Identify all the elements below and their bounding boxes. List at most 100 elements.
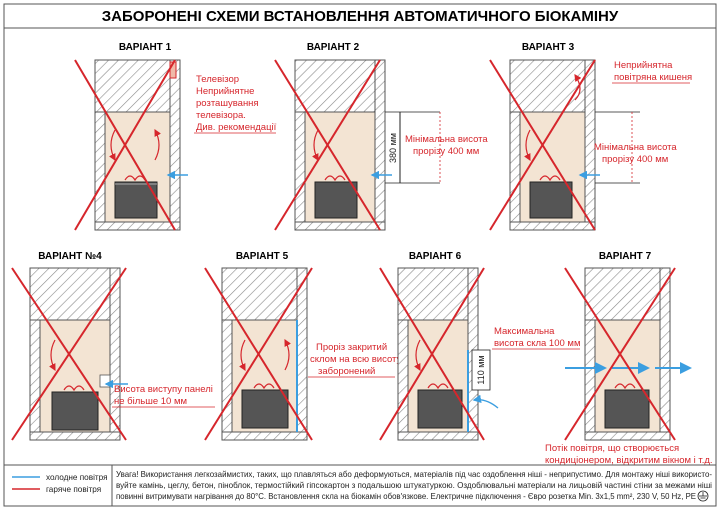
variant-4-label: ВАРІАНТ №4 [38, 251, 102, 262]
variant-3-wall-bottom [509, 221, 596, 231]
variant-1-note-4: телевізора. [196, 110, 246, 121]
variant-2-wall-right [374, 59, 386, 226]
variant-4-panel-ledge [99, 374, 111, 388]
variant-6-note-2: висота скла 100 мм [494, 338, 580, 349]
variant-3-wall-top [509, 59, 586, 113]
footer-line-1: Увага! Використання легкозаймистих, таки… [116, 470, 712, 479]
variant-1-note-3: розташування [196, 98, 259, 109]
footer-line-3: повинні витримувати нагрівання до 80°С. … [116, 492, 697, 501]
variant-5-label: ВАРІАНТ 5 [236, 251, 289, 262]
variant-5-wall-bottom [221, 431, 308, 441]
variant-5: ВАРІАНТ 5 Проріз закритий склом на всю в… [204, 251, 401, 441]
variant-3-note-3: Мінімальна висота [594, 142, 677, 153]
variant-4-wall-right [109, 267, 121, 434]
variant-6-wall-left [397, 319, 409, 439]
variant-5-cross-line-2 [204, 267, 313, 441]
variant-3-flame-icon [539, 175, 561, 182]
variant-5-note-2: склом на всю висоту [310, 354, 401, 365]
variant-1-note-2: Неприйнятне [196, 86, 254, 97]
variant-3-burner [529, 181, 573, 219]
variant-6-cross-line-2 [379, 267, 485, 441]
footer-line-2: вуйте камінь, цеглу, бетон, піноблок, те… [116, 481, 712, 490]
variant-7-note-1: Потік повітря, що створюється [545, 443, 679, 454]
variant-6-hot-air-arrow [414, 339, 421, 372]
variant-1-cross-line-2 [74, 59, 176, 231]
variant-2-note-1: Мінімальна висота [405, 134, 488, 145]
variant-6-wall-top [397, 267, 469, 321]
variant-7-wall-top [584, 267, 661, 321]
variant-3-wall-left [509, 111, 521, 228]
variant-6-cold-air-arrow [472, 394, 499, 409]
page-title: ЗАБОРОНЕНІ СХЕМИ ВСТАНОВЛЕННЯ АВТОМАТИЧН… [102, 8, 619, 25]
variant-6-wall-bottom [397, 431, 479, 441]
variant-1-wall-right [169, 59, 181, 226]
variant-4-wall-left [29, 319, 41, 439]
variant-2-label: ВАРІАНТ 2 [307, 42, 360, 53]
variant-5-wall-right [296, 267, 308, 434]
variant-1: ВАРІАНТ 1 Телевізор Неприйнятне розташув… [74, 42, 277, 231]
variant-7-cross-line-2 [564, 267, 676, 441]
variant-3-note-1: Неприйнятна [614, 60, 673, 71]
variant-4-note-2: не більше 10 мм [114, 396, 187, 407]
variant-7-wall-right [659, 267, 671, 434]
variant-1-hot-air-arrow-2 [154, 128, 161, 161]
variant-1-hot-air-arrow [109, 129, 116, 162]
variant-7-note-2: кондиціонером, відкритим вікном і т.д. [545, 455, 713, 466]
variant-6-note-1: Максимальна [494, 326, 555, 337]
variant-5-burner [241, 389, 289, 429]
variant-2-burner [314, 181, 358, 219]
variant-7-flame-icon [614, 383, 636, 390]
variant-4-cross-line-2 [11, 267, 127, 441]
variant-5-flame-icon [253, 383, 275, 390]
variant-4-hot-air-arrow [49, 339, 56, 372]
variant-4-note-1: Висота виступу панелі [114, 384, 213, 395]
footer-warning: Увага! Використання легкозаймистих, таки… [116, 470, 712, 502]
variant-6-flame-icon [427, 383, 449, 390]
variant-2-wall-left [294, 111, 306, 228]
ground-icon [697, 490, 709, 502]
variant-3-air-pocket-arrow [574, 74, 582, 101]
legend-hot-label: гаряче повітря [46, 485, 101, 494]
variant-3-note-4: прорізу 400 мм [602, 154, 668, 165]
variant-5-hot-air-arrow [239, 339, 246, 372]
variant-2: ВАРІАНТ 2 380 мм Мінімальна висота прорі… [274, 42, 488, 231]
variant-7-wall-bottom [584, 431, 671, 441]
title-bar [3, 3, 717, 29]
variant-1-wall-left [94, 111, 106, 228]
legend: холодне повітря гаряче повітря [12, 473, 108, 494]
variant-3: ВАРІАНТ 3 Неприйнятна повітряна кишеня М… [489, 42, 692, 231]
variant-1-note-1: Телевізор [196, 74, 239, 85]
variant-3-label: ВАРІАНТ 3 [522, 42, 575, 53]
variant-7-burner [604, 389, 650, 429]
variant-3-cross-line-2 [489, 59, 596, 231]
variant-1-flame-icon [124, 175, 146, 182]
variant-6: ВАРІАНТ 6 110 мм Максимальна висота скла… [379, 251, 580, 441]
variant-5-hot-air-arrow-2 [284, 338, 291, 371]
variant-3-note-2: повітряна кишеня [614, 72, 692, 83]
variant-1-wall-top [94, 59, 171, 113]
variant-1-label: ВАРІАНТ 1 [119, 42, 172, 53]
variant-4-wall-bottom [29, 431, 121, 441]
variant-5-note-3: заборонений [318, 366, 375, 377]
variant-2-dimension-text: 380 мм [388, 133, 398, 163]
variant-2-wall-top [294, 59, 376, 113]
variant-2-wall-bottom [294, 221, 386, 231]
variant-5-wall-left [221, 319, 233, 439]
variant-2-flame-icon [324, 175, 346, 182]
variant-3-hot-air-arrow [524, 129, 531, 162]
variant-2-hot-air-arrow [312, 129, 319, 162]
variant-6-label: ВАРІАНТ 6 [409, 251, 462, 262]
variant-2-note-2: прорізу 400 мм [413, 146, 479, 157]
variant-4-burner [51, 391, 99, 431]
variant-1-note-5: Див. рекомендації [196, 122, 277, 133]
variant-4: ВАРІАНТ №4 Висота виступу панелі не біль… [11, 251, 215, 441]
variant-6-burner [417, 389, 463, 429]
variant-4-flame-icon [63, 385, 85, 392]
variant-6-dimension-text: 110 мм [476, 355, 486, 384]
variant-5-note-1: Проріз закритий [316, 342, 387, 353]
variant-7-label: ВАРІАНТ 7 [599, 251, 652, 262]
variant-6-dimension-box [471, 349, 491, 391]
variant-7: ВАРІАНТ 7 Потік повітря, що створюється … [545, 251, 713, 466]
